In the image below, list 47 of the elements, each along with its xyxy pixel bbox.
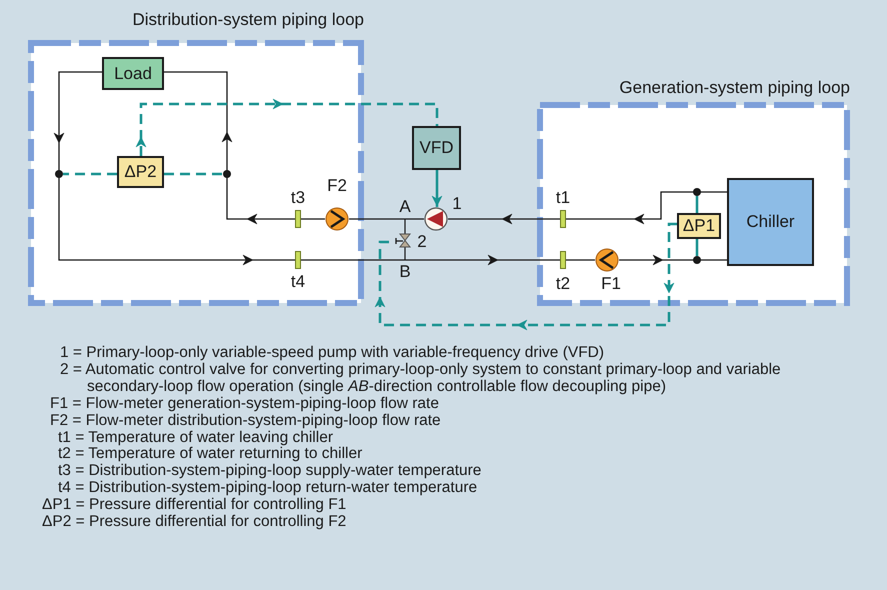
pipe-line <box>349 218 424 220</box>
legend-entry: 2 = Automatic control valve for converting primary-loop-only system to constant primary-loop and variable secondary-loop flow operation (single AB-direction controllable flow decoupling pipe) <box>60 362 782 396</box>
pipe-line <box>696 196 698 213</box>
pipe-line <box>164 71 295 224</box>
port-label: B <box>399 262 411 282</box>
port-label: A <box>399 197 411 217</box>
legend-entry: F2 = Flow-meter distribution-system-piping-loop flow rate <box>50 412 442 430</box>
temperature-sensor <box>295 210 301 228</box>
pipe-line <box>619 254 727 266</box>
legend-entry: ΔP2 = Pressure differential for controlling F2 <box>42 514 348 531</box>
component-label: 1 <box>451 194 463 214</box>
legend-entry: 1 = Primary-loop-only variable-speed pump with variable-frequency drive (VFD) <box>60 345 606 362</box>
pipe-line <box>696 239 698 256</box>
pipe-line <box>432 170 442 207</box>
control-signal-line <box>63 172 117 176</box>
temperature-sensor <box>560 210 566 228</box>
legend-entry: F1 = Flow-meter generation-system-piping-loop flow rate <box>50 396 440 413</box>
legend-entry: t1 = Temperature of water leaving chiller <box>58 430 334 446</box>
component-label: 2 <box>416 232 428 252</box>
control-signal-line <box>136 98 438 156</box>
component-label: t2 <box>554 274 572 294</box>
pipe-line <box>301 218 325 220</box>
pressure-sensor-box: ΔP1 <box>677 213 721 239</box>
drive-box: VFD <box>412 126 461 170</box>
temperature-sensor <box>295 251 301 269</box>
component-label: t3 <box>290 188 306 208</box>
component-label: F1 <box>600 274 622 294</box>
pressure-sensor-box: ΔP2 <box>117 156 164 188</box>
legend-entry: t2 = Temperature of water returning to chiller <box>58 446 364 464</box>
temperature-sensor <box>560 251 566 269</box>
load-box: Load <box>102 57 164 90</box>
component-label: t4 <box>290 272 306 292</box>
control-signal-line <box>374 222 677 330</box>
component-label: t1 <box>554 188 572 208</box>
pipe-line <box>301 254 560 266</box>
component-label: F2 <box>326 176 348 196</box>
pipe-line <box>566 259 595 261</box>
pipe-line <box>54 71 295 266</box>
chiller-box: Chiller <box>727 178 814 266</box>
pipe-line <box>566 191 727 224</box>
legend-entry: ΔP1 = Pressure differential for controlling F1 <box>42 497 348 514</box>
legend-entry: t4 = Distribution-system-piping-loop return-water temperature <box>58 480 478 498</box>
loop-title: Generation-system piping loop <box>619 78 850 98</box>
legend-entry: t3 = Distribution-system-piping-loop supply-water temperature <box>58 463 482 480</box>
loop-title: Distribution-system piping loop <box>132 10 364 30</box>
pipe-line <box>448 214 560 224</box>
control-signal-line <box>164 172 223 176</box>
